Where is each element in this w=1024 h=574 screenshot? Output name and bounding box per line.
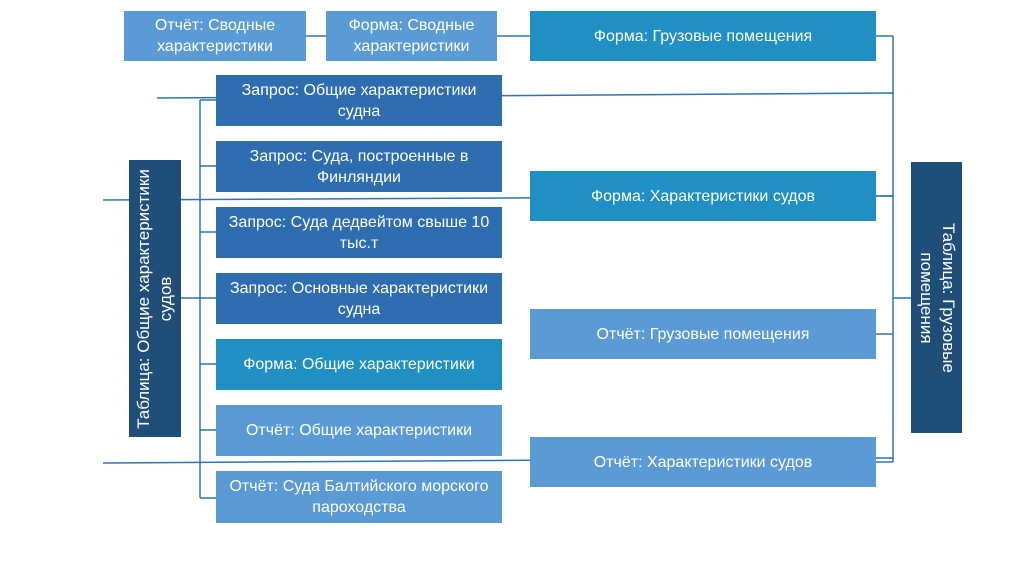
report-baltic-label: Отчёт: Суда Балтийского морского пароход… bbox=[229, 478, 489, 516]
report-ships-box: Отчёт: Характеристики судов bbox=[530, 437, 876, 487]
query-main-box: Запрос: Основные характеристики судна bbox=[216, 273, 502, 324]
query-general-box: Запрос: Общие характеристики судна bbox=[216, 75, 502, 126]
report-cargo-label: Отчёт: Грузовые помещения bbox=[596, 325, 810, 343]
query-finland-box: Запрос: Суда, построенные в Финляндии bbox=[216, 141, 502, 192]
form-general-box: Форма: Общие характеристики bbox=[216, 339, 502, 390]
form-cargo-label: Форма: Грузовые помещения bbox=[593, 27, 813, 45]
form-cargo-box: Форма: Грузовые помещения bbox=[530, 11, 876, 61]
report-ships-label: Отчёт: Характеристики судов bbox=[593, 453, 813, 471]
report-general-box: Отчёт: Общие характеристики bbox=[216, 405, 502, 456]
query-deadweight-label: Запрос: Суда дедвейтом свыше 10 тыс.т bbox=[228, 213, 490, 252]
report-baltic-box: Отчёт: Суда Балтийского морского пароход… bbox=[216, 471, 502, 523]
report-summary-box: Отчёт: Сводные характеристики bbox=[124, 11, 306, 61]
query-main-label: Запрос: Основные характеристики судна bbox=[229, 279, 489, 318]
left-table-box: Таблица: Общие характеристики судов bbox=[129, 160, 181, 437]
form-general-label: Форма: Общие характеристики bbox=[243, 356, 475, 373]
right-table-box: Таблица: Грузовые помещения bbox=[911, 162, 962, 433]
query-finland-label: Запрос: Суда, построенные в Финляндии bbox=[249, 147, 469, 186]
query-general-label: Запрос: Общие характеристики судна bbox=[241, 81, 477, 120]
report-summary-label: Отчёт: Сводные характеристики bbox=[154, 17, 276, 55]
query-deadweight-box: Запрос: Суда дедвейтом свыше 10 тыс.т bbox=[216, 207, 502, 258]
form-summary-label: Форма: Сводные характеристики bbox=[348, 17, 475, 55]
right-table-label: Таблица: Грузовые помещения bbox=[916, 222, 958, 373]
form-summary-box: Форма: Сводные характеристики bbox=[326, 11, 497, 61]
form-ships-box: Форма: Характеристики судов bbox=[530, 171, 876, 221]
report-cargo-box: Отчёт: Грузовые помещения bbox=[530, 309, 876, 359]
left-table-label: Таблица: Общие характеристики судов bbox=[134, 168, 175, 429]
report-general-label: Отчёт: Общие характеристики bbox=[245, 422, 473, 439]
form-ships-label: Форма: Характеристики судов bbox=[590, 187, 816, 205]
